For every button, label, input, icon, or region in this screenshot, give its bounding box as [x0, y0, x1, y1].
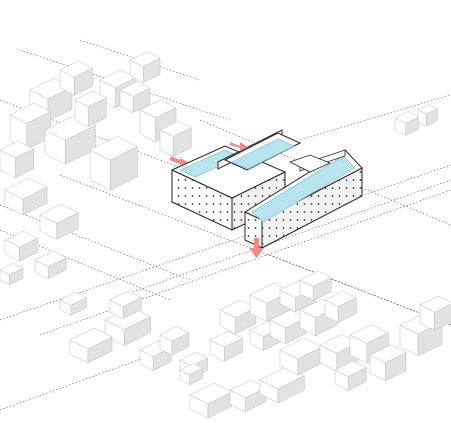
context-buildings [0, 51, 451, 419]
context-block [129, 51, 161, 84]
arrow-west-in [169, 156, 188, 166]
top-wing [217, 129, 302, 171]
context-block [74, 90, 107, 128]
context-block [4, 230, 38, 262]
arrow-south-out [249, 238, 264, 258]
context-block [394, 111, 420, 136]
context-block [119, 81, 151, 114]
roof-terrace-top [231, 138, 295, 170]
context-block [109, 290, 142, 320]
proposed-building [170, 129, 363, 249]
context-block [9, 102, 52, 150]
context-block [209, 330, 243, 362]
context-block [59, 291, 87, 316]
context-block [59, 60, 93, 96]
context-block [334, 360, 367, 392]
context-block [179, 363, 204, 386]
context-block [159, 120, 192, 158]
context-block [0, 263, 24, 286]
context-block [219, 299, 257, 335]
arrow-north-in [230, 142, 248, 151]
context-block [324, 290, 357, 324]
circulation-arrows [169, 142, 264, 258]
roof-terrace-right [251, 155, 356, 223]
context-block [369, 344, 407, 382]
context-block [159, 326, 190, 356]
context-block [417, 104, 438, 127]
context-block [69, 327, 113, 364]
context-block [419, 295, 451, 331]
context-block [4, 177, 48, 216]
context-block [279, 337, 323, 376]
context-block [299, 270, 332, 302]
context-block [39, 203, 79, 240]
context-block [189, 382, 233, 419]
context-block [89, 136, 138, 191]
left-wing [170, 145, 287, 231]
context-block [0, 140, 35, 179]
context-block [34, 250, 67, 280]
